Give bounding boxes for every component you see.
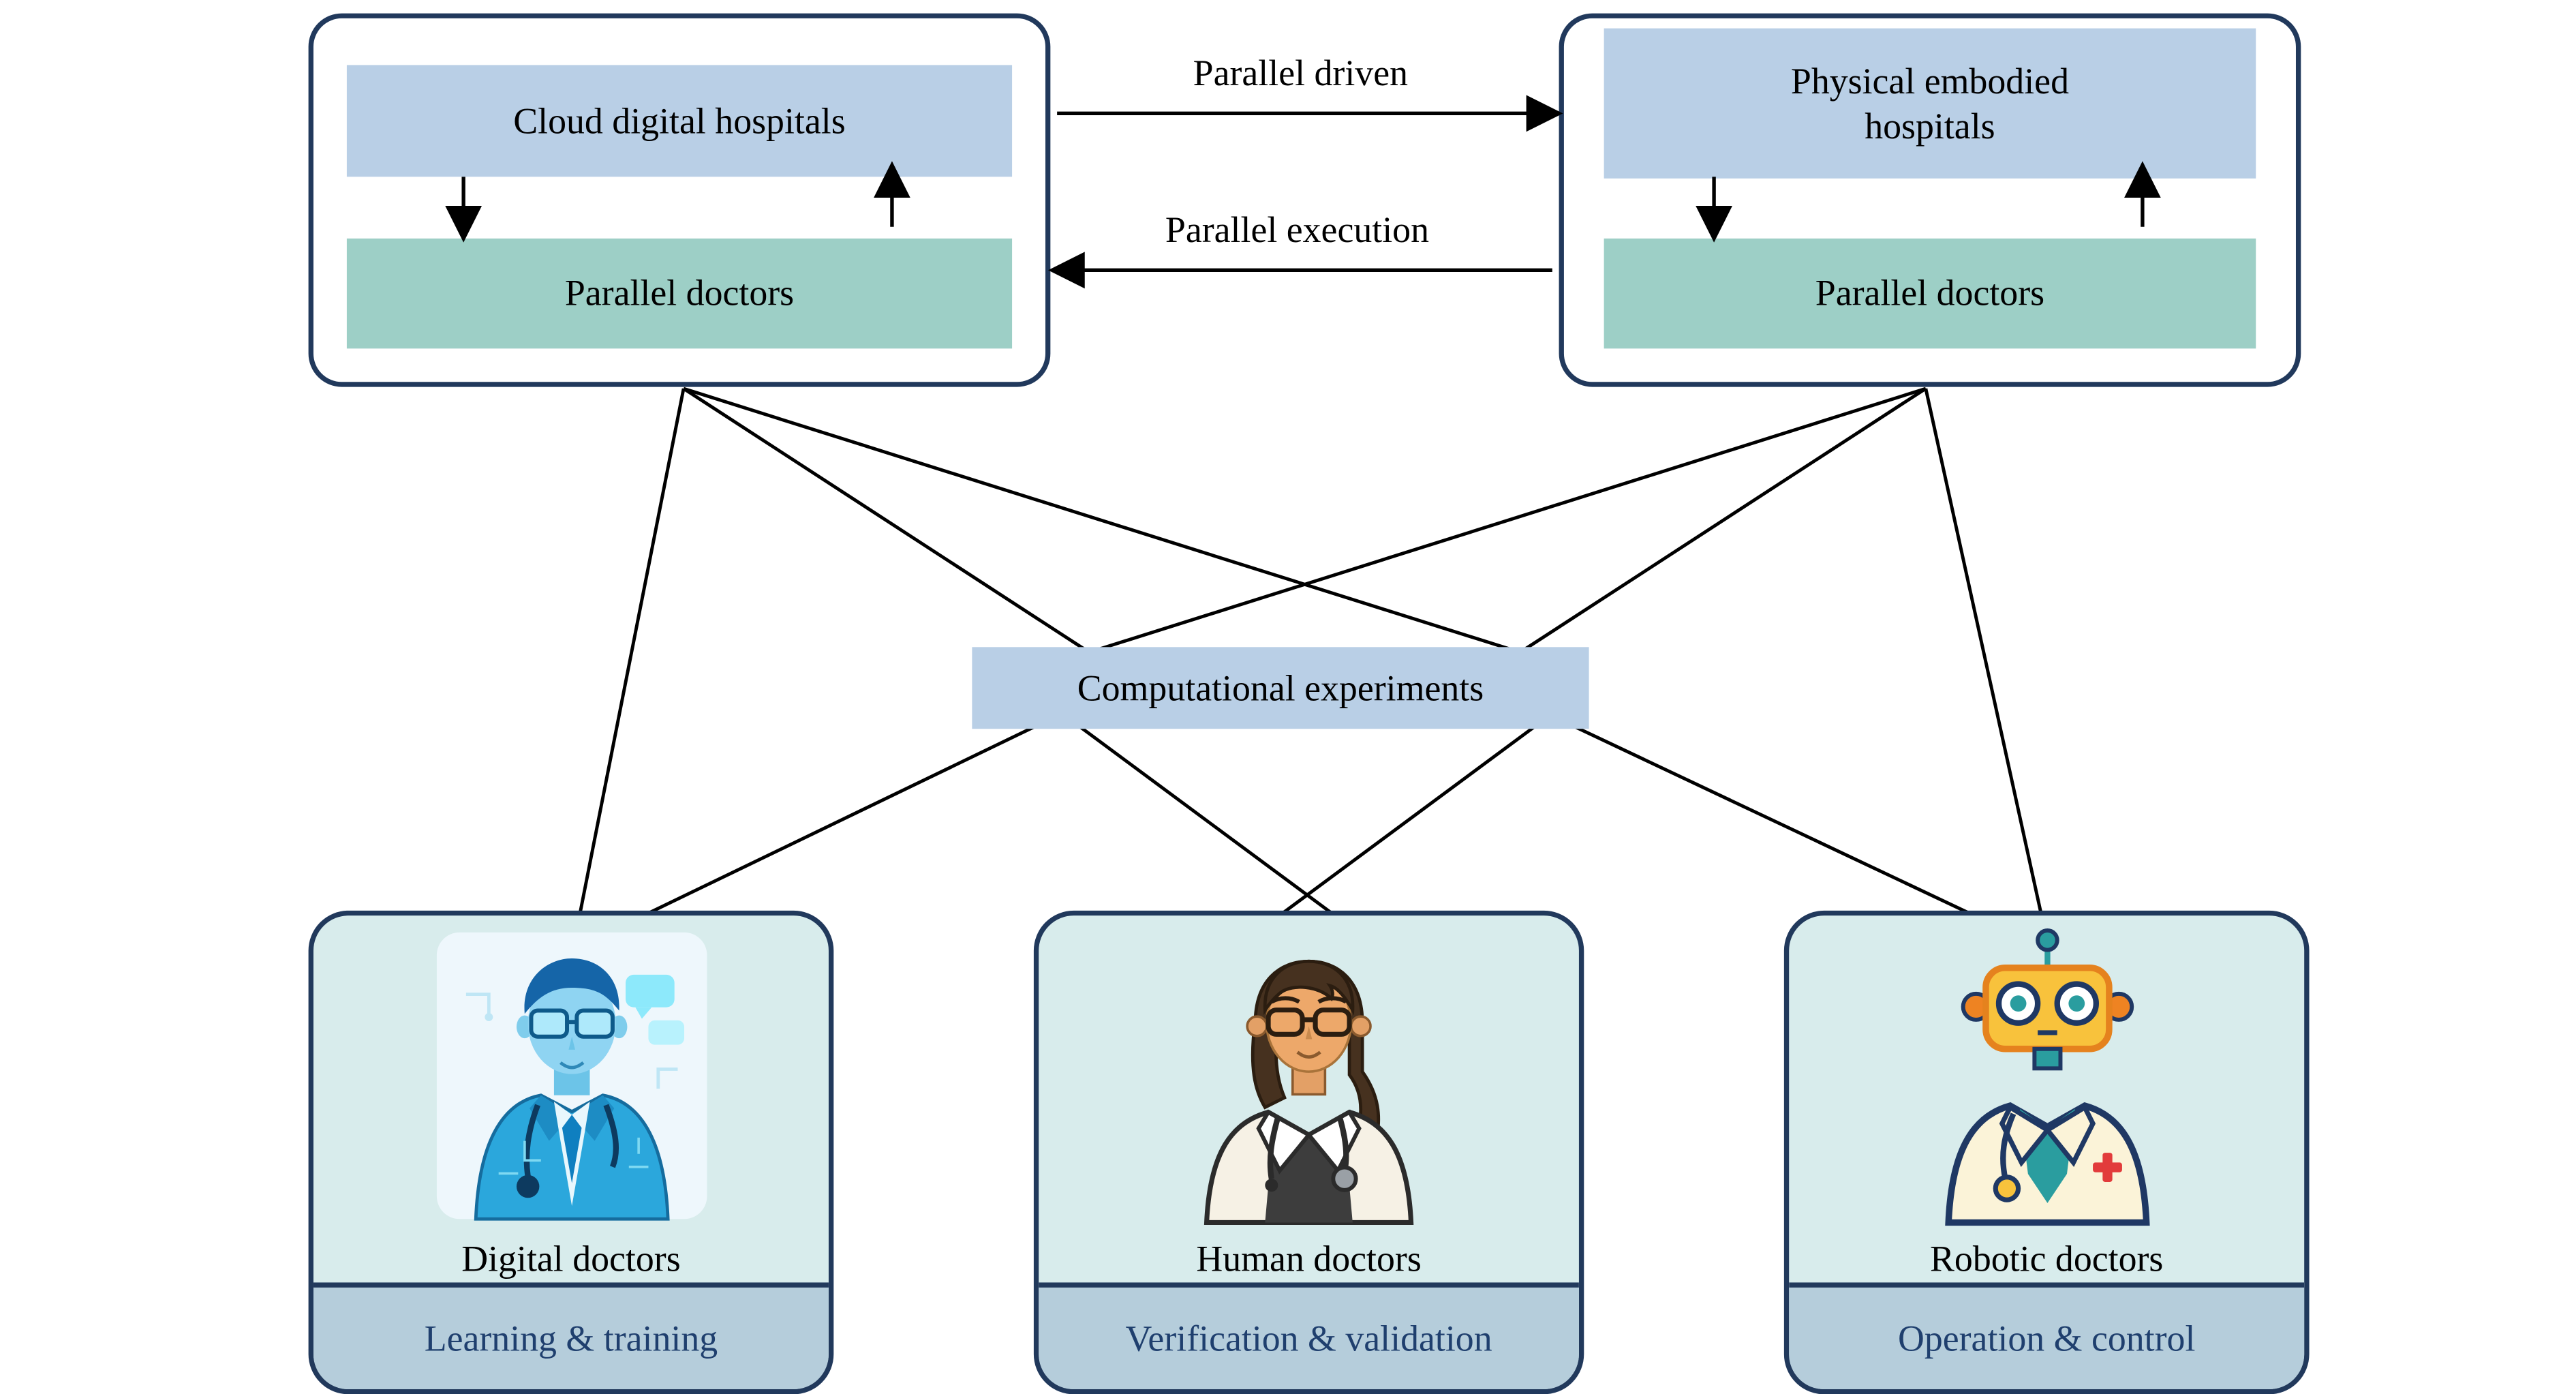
computational-experiments-box: Computational experiments <box>972 647 1589 729</box>
digital-doctors-label: Digital doctors <box>461 1237 681 1279</box>
human-doctors-label: Human doctors <box>1196 1237 1422 1279</box>
digital-doctor-illustration <box>435 932 707 1221</box>
digital-doctors-footer-label: Learning & training <box>424 1316 718 1359</box>
cloud-digital-hospitals-box: Cloud digital hospitals Parallel doctors <box>308 13 1051 387</box>
human-doctors-footer-label: Verification & validation <box>1125 1316 1492 1359</box>
cloud-digital-hospitals-label: Cloud digital hospitals <box>346 65 1013 177</box>
digital-doctors-footer: Learning & training <box>313 1282 829 1390</box>
human-doctor-icon <box>1039 926 1579 1226</box>
human-doctor-illustration <box>1203 959 1414 1226</box>
human-doctors-footer: Verification & validation <box>1039 1282 1579 1390</box>
parallel-doctors-right-label: Parallel doctors <box>1604 238 2256 349</box>
robotic-doctors-label: Robotic doctors <box>1930 1237 2164 1279</box>
robot-doctor-illustration <box>1944 928 2149 1226</box>
human-doctors-card: Human doctors Verification & validation <box>1033 910 1584 1394</box>
digital-doctors-card: Digital doctors Learning & training <box>308 910 834 1394</box>
robotic-doctors-footer-label: Operation & control <box>1897 1316 2196 1359</box>
physical-embodied-hospitals-label: Physical embodied hospitals <box>1604 28 2256 179</box>
physical-embodied-hospitals-box: Physical embodied hospitals Parallel doc… <box>1559 13 2301 387</box>
parallel-doctors-left-label: Parallel doctors <box>346 238 1013 349</box>
parallel-driven-label: Parallel driven <box>1193 51 1409 94</box>
robotic-doctors-footer: Operation & control <box>1789 1282 2305 1390</box>
digital-doctor-icon <box>313 926 829 1226</box>
robotic-doctors-card: Robotic doctors Operation & control <box>1783 910 2310 1394</box>
physical-embodied-hospitals-text: Physical embodied hospitals <box>1790 59 2070 147</box>
robot-doctor-icon <box>1789 926 2304 1226</box>
parallel-execution-label: Parallel execution <box>1165 208 1430 250</box>
